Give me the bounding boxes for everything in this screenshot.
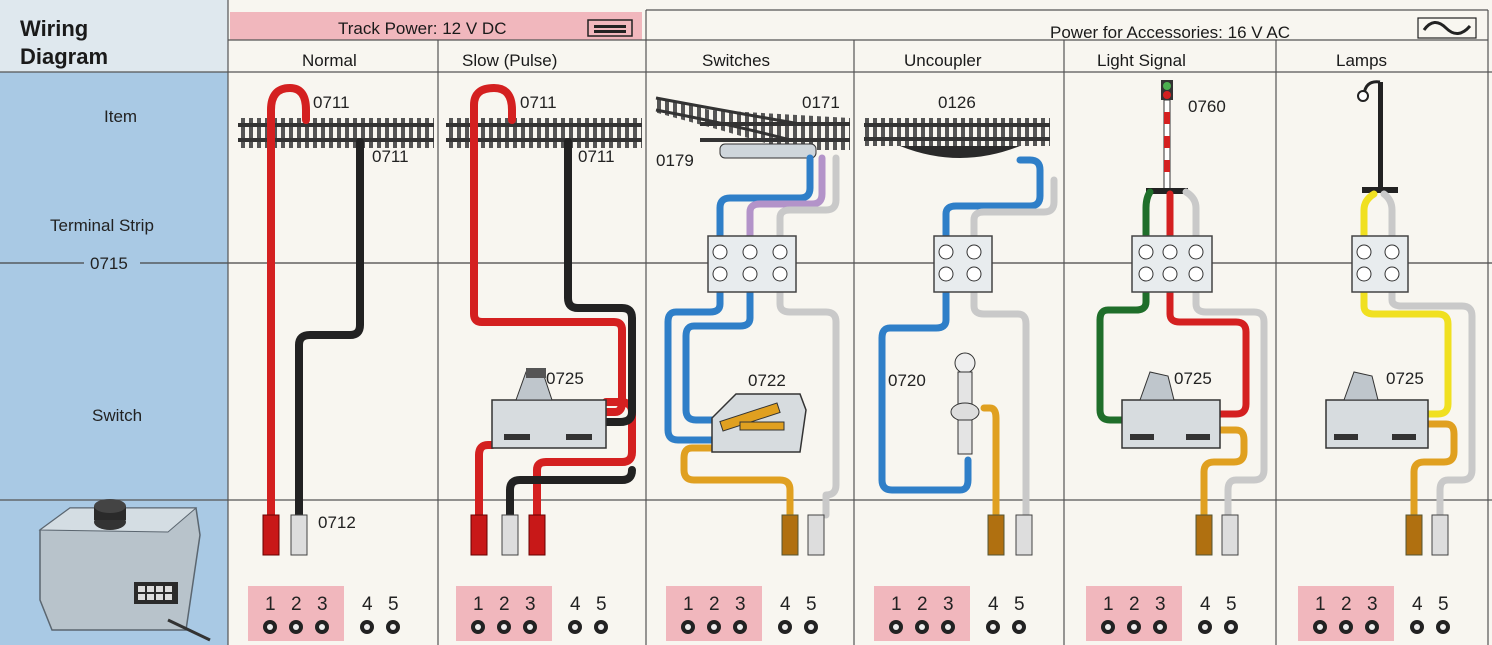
- terminal-3: 3: [735, 594, 746, 615]
- terminal-3: 3: [943, 594, 954, 615]
- terminal-4: 4: [570, 594, 581, 615]
- label-normal-plug: 0712: [318, 513, 356, 532]
- terminal-5: 5: [1226, 594, 1237, 615]
- title-line-2: Diagram: [20, 44, 108, 69]
- ac-symbol-icon: [1417, 17, 1477, 39]
- transformer-image: [38, 499, 211, 642]
- switch-box-light-signal: [1121, 371, 1221, 449]
- row-terminal-strip-code: 0715: [90, 254, 128, 273]
- terminals-light-signal: 1 2 3 4 5: [1103, 594, 1237, 615]
- terminal-4: 4: [362, 594, 373, 615]
- terminal-5: 5: [596, 594, 607, 615]
- terminal-code-bg: [84, 252, 140, 272]
- terminal-1: 1: [683, 594, 694, 615]
- dc-symbol-icon: [587, 19, 633, 37]
- terminal-5: 5: [1014, 594, 1025, 615]
- terminal-4: 4: [988, 594, 999, 615]
- switch-box-uncoupler: [950, 352, 980, 455]
- terminals-slow: 1 2 3 4 5: [473, 594, 607, 615]
- accessory-power-label: Power for Accessories: 16 V AC: [1050, 23, 1290, 42]
- terminal-strip-uncoupler: [933, 235, 993, 293]
- terminals-lamps: 1 2 3 4 5: [1315, 594, 1449, 615]
- label-switches-motor: 0179: [656, 151, 694, 170]
- switch-box-switches: [711, 393, 807, 453]
- terminal-strip-light-signal: [1131, 235, 1213, 293]
- terminal-4: 4: [780, 594, 791, 615]
- terminals-uncoupler: 1 2 3 4 5: [891, 594, 1025, 615]
- column-light-signal: Light Signal: [1097, 51, 1186, 70]
- terminal-1: 1: [1315, 594, 1326, 615]
- column-slow: Slow (Pulse): [462, 51, 557, 70]
- terminal-2: 2: [499, 594, 510, 615]
- terminal-2: 2: [917, 594, 928, 615]
- label-normal-track-a: 0711: [313, 93, 350, 112]
- label-normal-track-b: 0711: [372, 147, 409, 166]
- terminal-2: 2: [291, 594, 302, 615]
- track-power-band: [230, 12, 642, 40]
- terminal-strip-switches: [707, 235, 797, 293]
- terminal-1: 1: [265, 594, 276, 615]
- terminal-2: 2: [709, 594, 720, 615]
- label-switches-switch: 0722: [748, 371, 786, 390]
- column-lamps: Lamps: [1336, 51, 1387, 70]
- terminal-1: 1: [473, 594, 484, 615]
- switch-box-slow: [491, 368, 607, 449]
- column-normal: Normal: [302, 51, 357, 70]
- track-slow: [446, 118, 642, 148]
- terminal-3: 3: [1367, 594, 1378, 615]
- label-uncoupler-item: 0126: [938, 93, 976, 112]
- label-lamps-switch: 0725: [1386, 369, 1424, 388]
- wires: [267, 84, 1476, 522]
- label-slow-track-a: 0711: [520, 93, 557, 112]
- terminal-2: 2: [1341, 594, 1352, 615]
- terminal-5: 5: [806, 594, 817, 615]
- label-slow-switch: 0725: [546, 369, 584, 388]
- terminal-4: 4: [1200, 594, 1211, 615]
- column-switches: Switches: [702, 51, 770, 70]
- track-power-label: Track Power: 12 V DC: [338, 19, 506, 38]
- terminal-4: 4: [1412, 594, 1423, 615]
- light-signal-icon: [1146, 80, 1188, 194]
- lamp-post-icon: [1357, 80, 1398, 193]
- track-switch-turnout: [654, 96, 850, 159]
- plugs: [262, 514, 1449, 556]
- title-line-1: Wiring: [20, 16, 88, 41]
- terminal-5: 5: [388, 594, 399, 615]
- terminal-3: 3: [525, 594, 536, 615]
- part-labels: 0711 0711 0711 0711 0171 0179 0126 0760 …: [313, 93, 1424, 532]
- socket-icons: [263, 620, 1450, 634]
- terminal-1: 1: [1103, 594, 1114, 615]
- row-item-label: Item: [104, 107, 137, 126]
- terminals-normal: 1 2 3 4 5: [265, 594, 399, 615]
- switch-box-lamps: [1325, 371, 1429, 449]
- terminal-1: 1: [891, 594, 902, 615]
- row-terminal-strip-label: Terminal Strip: [50, 216, 154, 235]
- label-slow-track-b: 0711: [578, 147, 615, 166]
- terminal-3: 3: [317, 594, 328, 615]
- terminal-5: 5: [1438, 594, 1449, 615]
- terminals-switches: 1 2 3 4 5: [683, 594, 817, 615]
- label-signal-item: 0760: [1188, 97, 1226, 116]
- terminal-strip-lamps: [1351, 235, 1409, 293]
- label-switches-track: 0171: [802, 93, 840, 112]
- label-signal-switch: 0725: [1174, 369, 1212, 388]
- label-uncoupler-switch: 0720: [888, 371, 926, 390]
- column-uncoupler: Uncoupler: [904, 51, 982, 70]
- terminal-3: 3: [1155, 594, 1166, 615]
- row-switch-label: Switch: [92, 406, 142, 425]
- terminal-2: 2: [1129, 594, 1140, 615]
- track-uncoupler: [864, 118, 1050, 158]
